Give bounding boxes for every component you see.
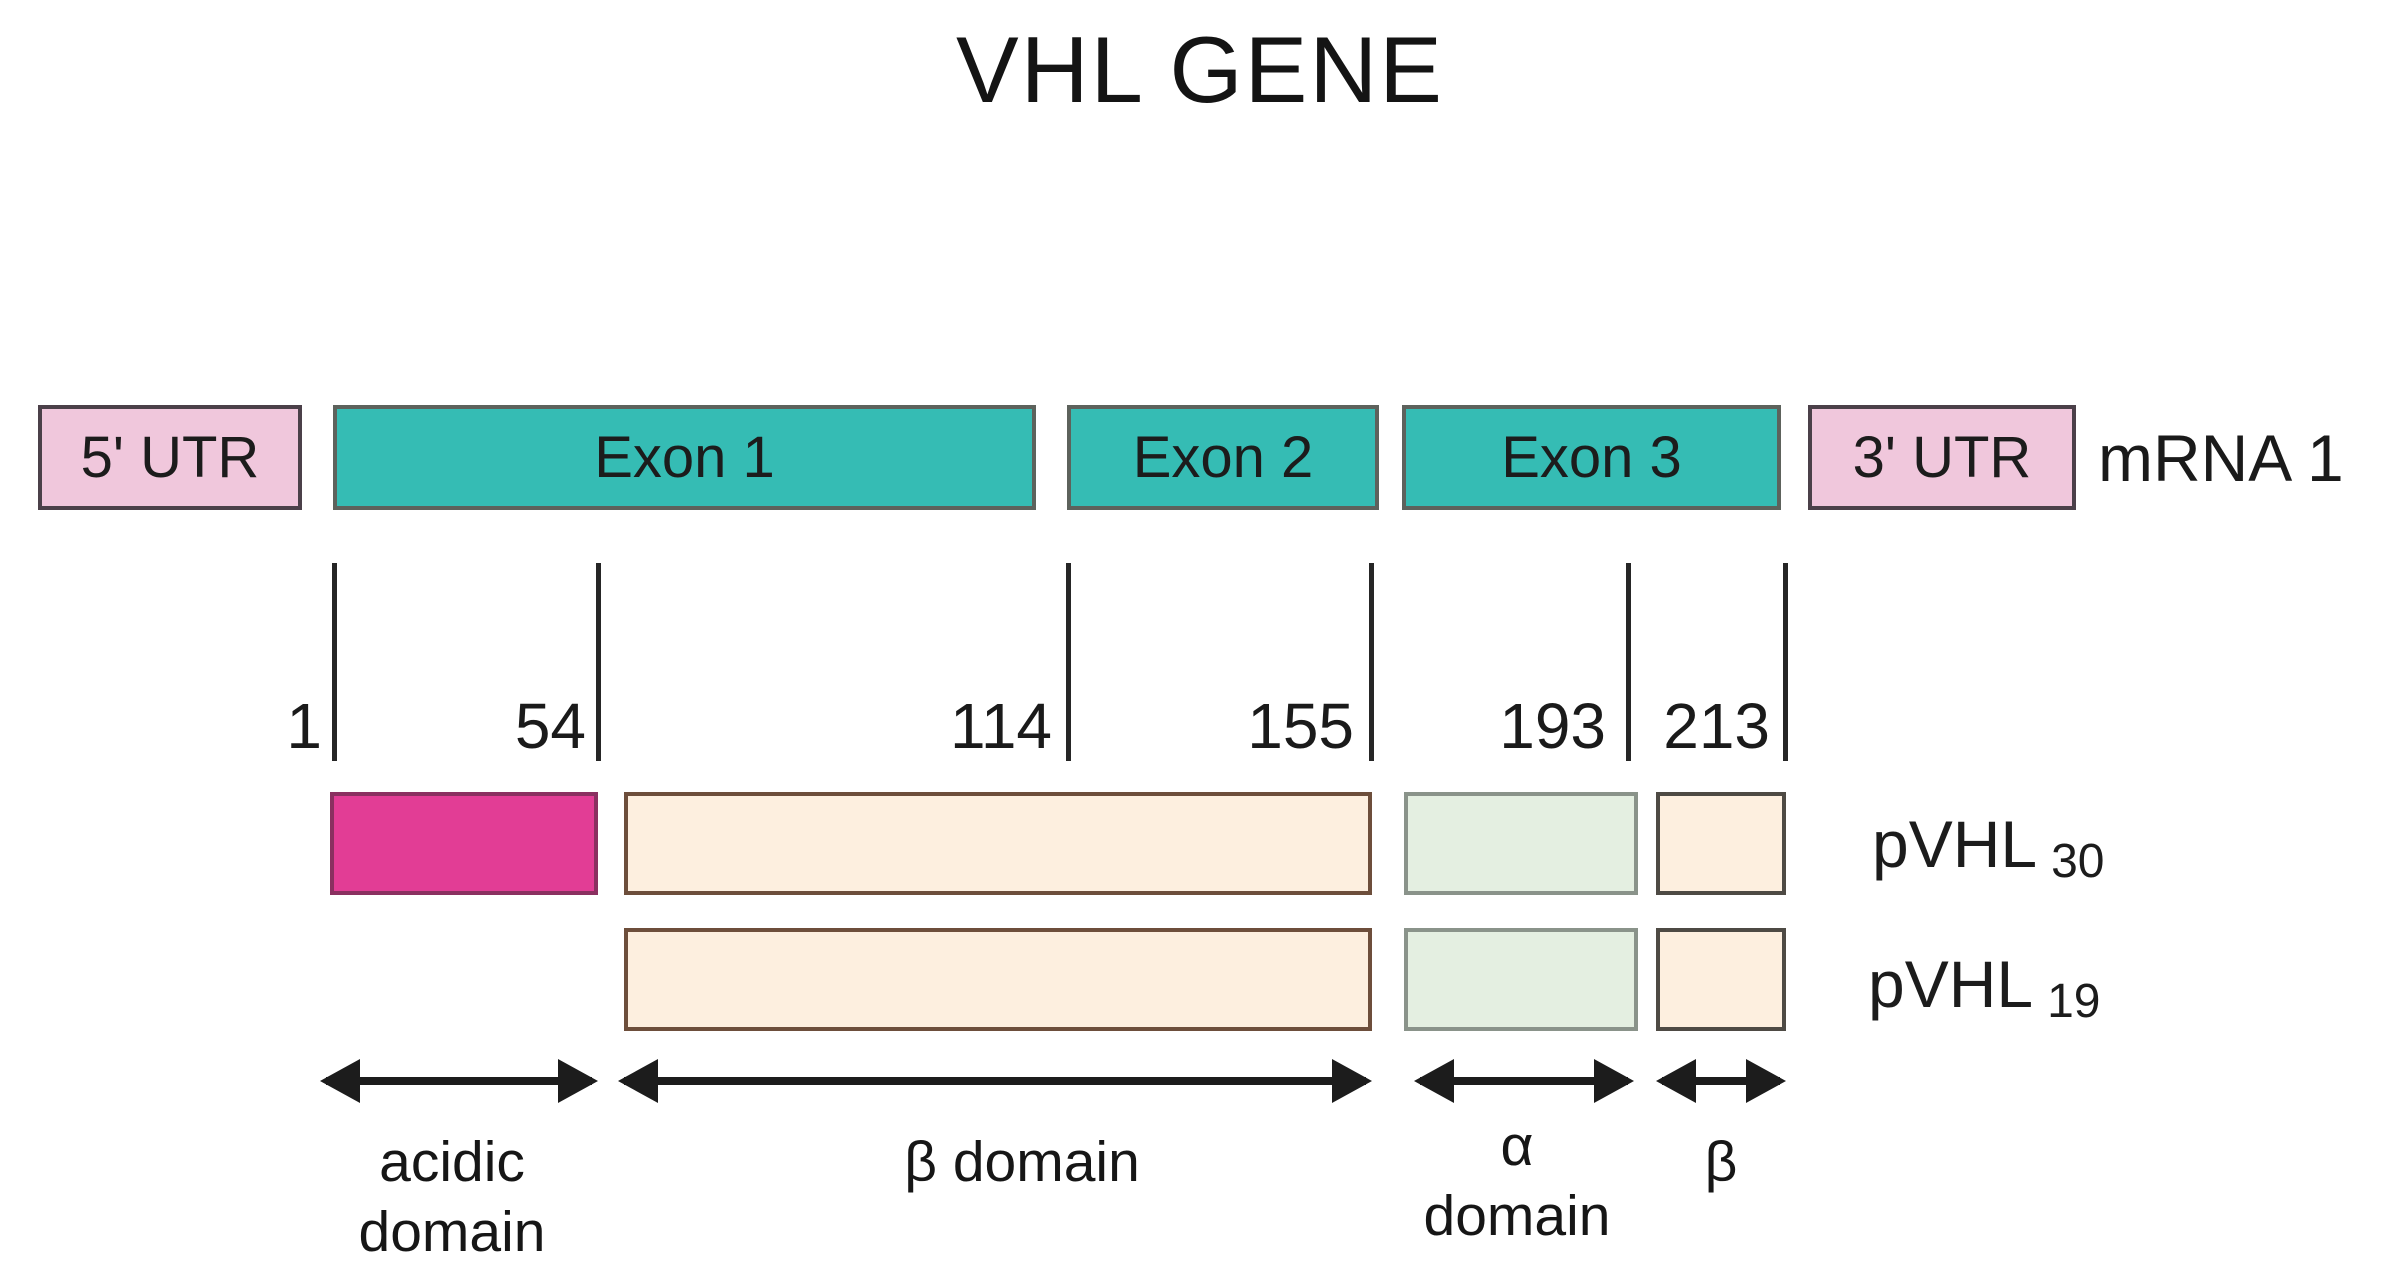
mrna-segment-label: Exon 1	[594, 425, 775, 490]
pvhl19-beta-domain-box	[624, 928, 1372, 1031]
acidic-domain-range-arrow-icon	[320, 1059, 598, 1103]
page-title: VHL GENE	[956, 17, 1444, 122]
pvhl30-beta-domain-box	[624, 792, 1372, 895]
pvhl19-name: pVHL	[1868, 947, 2034, 1021]
mrna-segment-label: 5' UTR	[80, 425, 260, 490]
pvhl30-subscript: 30	[2051, 835, 2105, 888]
pvhl30-name: pVHL	[1872, 807, 2038, 881]
beta-small-label: β	[1621, 1128, 1821, 1198]
boundary-tick-1	[332, 563, 337, 761]
mrna-segment-label: Exon 3	[1501, 425, 1682, 490]
position-label-1: 1	[286, 690, 322, 762]
alpha-domain-label-line1: α	[1500, 1114, 1534, 1178]
beta-small-label-line1: β	[1704, 1130, 1738, 1194]
beta-domain-label-line1: β domain	[904, 1130, 1140, 1194]
beta-domain-label: β domain	[772, 1128, 1272, 1198]
position-label-54: 54	[514, 690, 586, 762]
arrowhead-right-icon	[1594, 1059, 1634, 1103]
arrow-line	[326, 1077, 592, 1085]
acidic-domain-label-line2: domain	[358, 1199, 546, 1264]
boundary-tick-193	[1626, 563, 1631, 761]
pvhl19-beta2-domain-box	[1656, 928, 1786, 1031]
pvhl19-subscript: 19	[2047, 975, 2101, 1028]
position-label-213: 213	[1663, 690, 1770, 762]
arrowhead-right-icon	[1332, 1059, 1372, 1103]
boundary-tick-213	[1783, 563, 1788, 761]
position-label-193: 193	[1499, 690, 1606, 762]
mrna-segment-label: 3' UTR	[1852, 425, 2032, 490]
alpha-domain-label-line2: domain	[1423, 1183, 1611, 1248]
mrna-track-label: mRNA 1	[2098, 421, 2344, 495]
position-label-155: 155	[1247, 690, 1354, 762]
mrna-segment-label: Exon 2	[1132, 425, 1314, 490]
beta-small-range-arrow-icon	[1656, 1059, 1786, 1103]
pvhl30-acidic-domain-box	[330, 792, 598, 895]
arrowhead-right-icon	[558, 1059, 598, 1103]
arrow-line	[1662, 1077, 1780, 1085]
arrow-line	[1420, 1077, 1628, 1085]
arrow-line	[624, 1077, 1366, 1085]
mrna-segment-exon1: Exon 1	[333, 405, 1036, 510]
pvhl19-alpha-domain-box	[1404, 928, 1638, 1031]
pvhl30-alpha-domain-box	[1404, 792, 1638, 895]
mrna-segment-exon3: Exon 3	[1402, 405, 1781, 510]
alpha-domain-label: α domain	[1367, 1112, 1667, 1251]
mrna-segment-3utr: 3' UTR	[1808, 405, 2076, 510]
mrna-segment-exon2: Exon 2	[1067, 405, 1379, 510]
boundary-tick-114	[1066, 563, 1071, 761]
acidic-domain-label: acidic domain	[202, 1128, 702, 1267]
mrna-segment-5utr: 5' UTR	[38, 405, 302, 510]
position-label-114: 114	[949, 690, 1052, 762]
pvhl30-beta2-domain-box	[1656, 792, 1786, 895]
boundary-tick-54	[596, 563, 601, 761]
acidic-domain-label-line1: acidic	[379, 1130, 525, 1194]
beta-domain-range-arrow-icon	[618, 1059, 1372, 1103]
arrowhead-right-icon	[1746, 1059, 1786, 1103]
boundary-tick-155	[1369, 563, 1374, 761]
alpha-domain-range-arrow-icon	[1414, 1059, 1634, 1103]
